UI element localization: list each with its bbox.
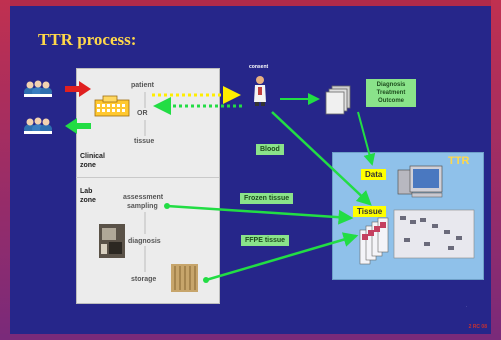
frame-left	[0, 0, 10, 340]
clinical-zone-line1: Clinical	[80, 153, 105, 160]
step-tissue: tissue	[134, 138, 155, 145]
clinical-zone-label: Clinical zone	[80, 152, 105, 170]
ttr-data-label: Data	[361, 169, 387, 180]
document-stack-icon	[325, 85, 351, 115]
lab-zone-line1: Lab	[80, 188, 93, 195]
hospital-icon	[94, 95, 130, 117]
doctor-group-icon	[24, 80, 52, 97]
lab-zone-label: Lab zone	[80, 187, 96, 205]
ffpe-tissue-label: FFPE tissue	[241, 235, 290, 246]
slide-title: TTR process:	[38, 30, 137, 49]
step-sampling: sampling	[127, 203, 158, 210]
ttr-title: TTR	[448, 155, 470, 167]
small-dot: .	[466, 303, 468, 308]
consent-label: consent	[249, 64, 269, 70]
slide-rack-icon	[359, 209, 475, 265]
outcome-line-outcome: Outcome	[377, 98, 404, 104]
outcome-line-treatment: Treatment	[376, 90, 406, 96]
surgeon-icon	[254, 76, 266, 106]
frame-right	[491, 0, 501, 340]
outcome-box: Diagnosis Treatment Outcome	[366, 79, 416, 107]
microscopy-photo	[99, 224, 125, 258]
step-or: OR	[137, 110, 148, 117]
zone-divider	[76, 177, 219, 178]
step-storage: storage	[131, 276, 157, 283]
blood-label: Blood	[256, 144, 284, 155]
frozen-tissue-label: Frozen tissue	[240, 193, 294, 204]
page-number: 2 RC 08	[468, 324, 487, 330]
step-assessment: assessment	[123, 194, 164, 201]
step-patient: patient	[131, 82, 154, 89]
frame-bottom	[0, 334, 501, 340]
lab-zone-line2: zone	[80, 197, 96, 204]
red-arrow-icon	[65, 81, 91, 97]
clinical-zone-line2: zone	[80, 162, 96, 169]
computer-icon	[397, 165, 443, 198]
frame-top	[0, 0, 501, 6]
storage-photo	[171, 264, 198, 292]
ttr-tissue-label: Tissue	[353, 206, 387, 217]
green-arrow-icon	[65, 118, 91, 134]
doctor-group-icon	[24, 117, 52, 134]
outcome-line-diagnosis: Diagnosis	[376, 82, 406, 88]
step-diagnosis: diagnosis	[128, 238, 161, 245]
